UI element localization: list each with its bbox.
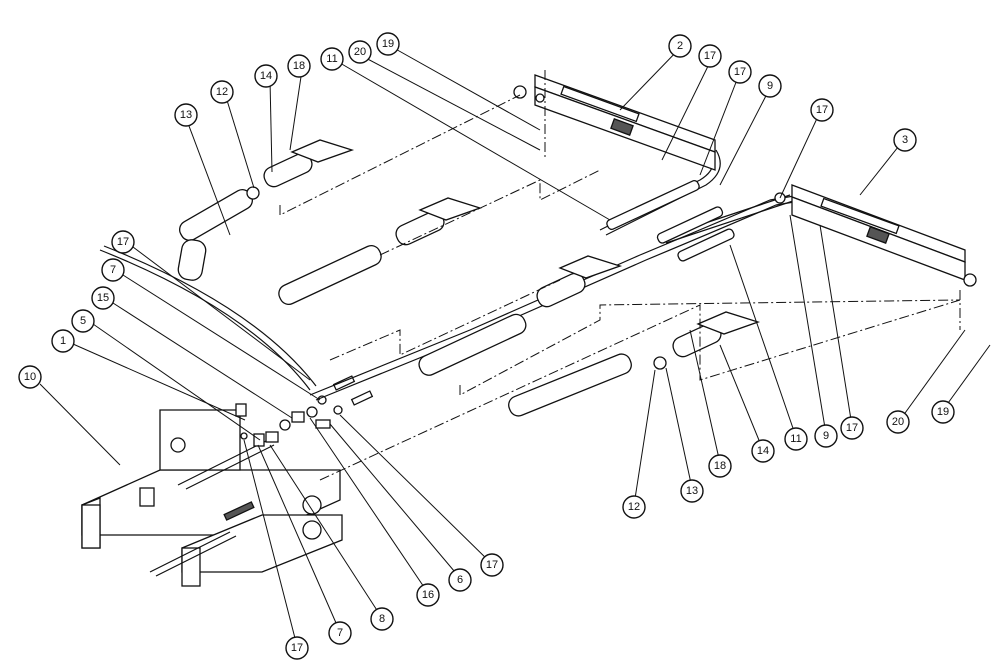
callout-8: 8 (370, 607, 394, 631)
svg-text:16: 16 (422, 589, 434, 601)
callout-3: 3 (893, 128, 917, 152)
svg-text:13: 13 (686, 485, 698, 497)
callout-17: 17 (810, 98, 834, 122)
svg-text:9: 9 (767, 80, 773, 92)
callout-17: 17 (728, 60, 752, 84)
callout-2: 2 (668, 34, 692, 58)
fitting-stack (235, 375, 374, 447)
svg-text:15: 15 (97, 292, 109, 304)
svg-text:14: 14 (260, 70, 272, 82)
callout-20: 20 (886, 410, 910, 434)
callout-14: 14 (751, 439, 775, 463)
callout-19: 19 (931, 400, 955, 424)
callout-7: 7 (328, 621, 352, 645)
callout-13: 13 (680, 479, 704, 503)
svg-text:9: 9 (823, 430, 829, 442)
svg-text:5: 5 (80, 315, 86, 327)
svg-text:17: 17 (117, 236, 129, 248)
callout-12: 12 (210, 80, 234, 104)
svg-text:12: 12 (216, 86, 228, 98)
callout-12: 12 (622, 495, 646, 519)
callout-11: 11 (784, 427, 808, 451)
svg-text:19: 19 (937, 406, 949, 418)
callout-20: 20 (348, 40, 372, 64)
svg-text:17: 17 (846, 422, 858, 434)
svg-text:1: 1 (60, 335, 66, 347)
boom-section-3 (774, 184, 977, 287)
svg-text:11: 11 (790, 433, 801, 445)
svg-text:17: 17 (816, 104, 828, 116)
svg-text:11: 11 (326, 53, 337, 65)
callout-17: 17 (840, 416, 864, 440)
callout-10: 10 (18, 365, 42, 389)
callout-13: 13 (174, 103, 198, 127)
svg-text:17: 17 (486, 559, 498, 571)
callout-11: 11 (320, 47, 344, 71)
svg-text:8: 8 (379, 613, 385, 625)
callout-17: 17 (285, 636, 309, 660)
svg-text:14: 14 (757, 445, 769, 457)
callout-9: 9 (814, 424, 838, 448)
svg-text:17: 17 (291, 642, 303, 654)
callout-16: 16 (416, 583, 440, 607)
svg-text:12: 12 (628, 501, 640, 513)
svg-text:13: 13 (180, 109, 192, 121)
callout-17: 17 (698, 44, 722, 68)
svg-text:18: 18 (714, 460, 726, 472)
svg-text:6: 6 (457, 574, 463, 586)
svg-text:20: 20 (354, 46, 366, 58)
callout-17: 17 (480, 553, 504, 577)
centerlines (279, 70, 961, 481)
callout-18: 18 (287, 54, 311, 78)
svg-text:2: 2 (677, 40, 683, 52)
svg-text:7: 7 (110, 264, 116, 276)
callout-17: 17 (111, 230, 135, 254)
callout-1: 1 (51, 329, 75, 353)
svg-text:18: 18 (293, 60, 305, 72)
callout-6: 6 (448, 568, 472, 592)
svg-text:20: 20 (892, 416, 904, 428)
svg-text:10: 10 (24, 371, 36, 383)
svg-text:19: 19 (382, 38, 394, 50)
svg-text:17: 17 (704, 50, 716, 62)
callout-19: 19 (376, 32, 400, 56)
svg-text:17: 17 (734, 66, 746, 78)
callout-18: 18 (708, 454, 732, 478)
frame-bar-assembly (81, 409, 343, 587)
callout-balloons: 10 1 5 15 7 17 13 12 14 18 11 20 19 2 17… (18, 32, 955, 660)
callout-5: 5 (71, 309, 95, 333)
leader-lines (39, 46, 991, 647)
callout-9: 9 (758, 74, 782, 98)
tube-assemblies (177, 139, 761, 417)
svg-text:7: 7 (337, 627, 343, 639)
callout-14: 14 (254, 64, 278, 88)
callout-7: 7 (101, 258, 125, 282)
svg-text:3: 3 (902, 134, 908, 146)
boom-section-2 (513, 74, 716, 171)
callout-15: 15 (91, 286, 115, 310)
